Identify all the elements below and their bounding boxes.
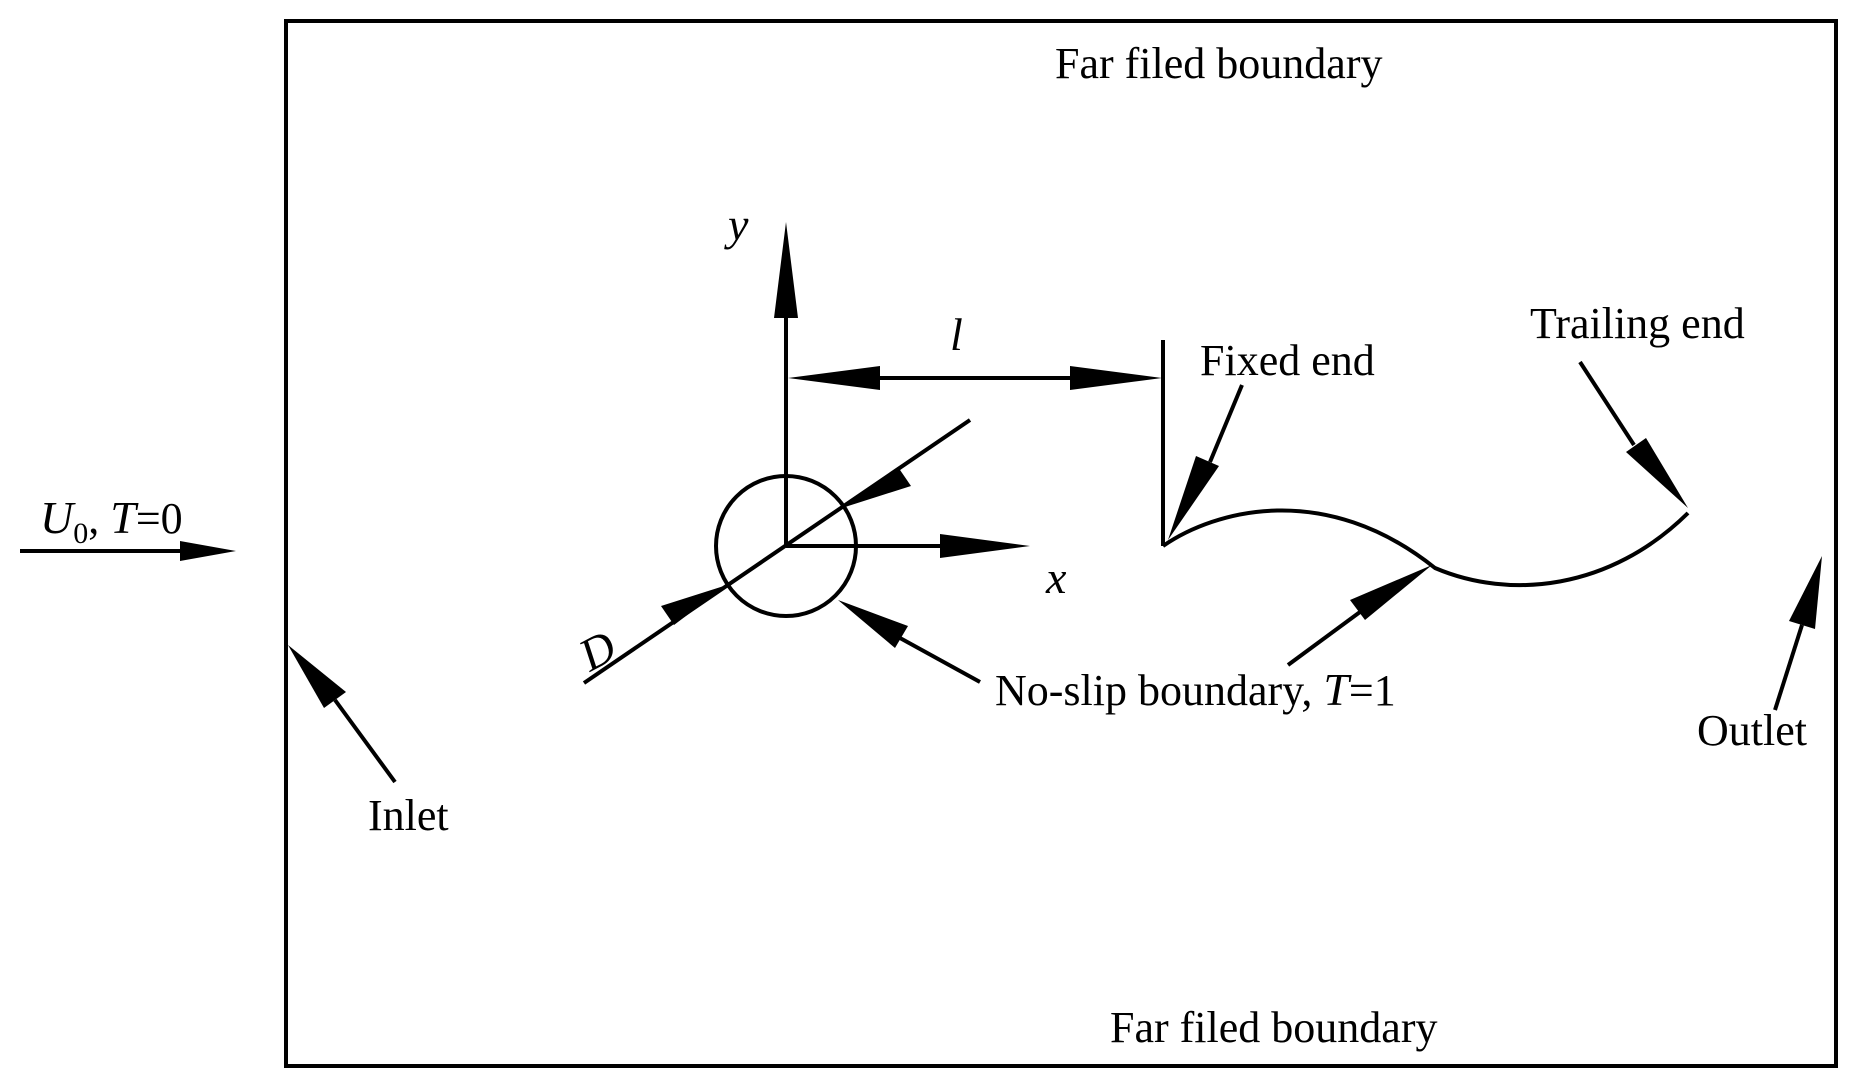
inflow-arrow [20, 541, 236, 561]
outlet-label: Outlet [1697, 706, 1807, 755]
domain-boundary [284, 19, 1838, 1068]
flexible-plate [1161, 508, 1690, 588]
gap-length-label: l [950, 309, 963, 360]
x-axis [786, 534, 1030, 558]
trailing-end-pointer [1578, 360, 1688, 508]
outlet-pointer [1773, 556, 1822, 711]
no-slip-pointer-plate [1286, 565, 1432, 667]
no-slip-label: No-slip boundary, T=1 [995, 664, 1396, 715]
x-axis-label: x [1045, 552, 1067, 603]
far-field-bottom-label: Far filed boundary [1110, 1003, 1437, 1052]
no-slip-pointer-cylinder [838, 600, 981, 684]
gap-length-dimension [788, 366, 1162, 390]
fixed-end-pointer [1168, 384, 1244, 540]
cylinder [714, 474, 858, 618]
inflow-label: U0, T=0 [40, 492, 183, 550]
trailing-end-label: Trailing end [1530, 299, 1745, 348]
y-axis [774, 222, 798, 546]
far-field-top-label: Far filed boundary [1055, 39, 1382, 88]
diameter-label: D [570, 620, 624, 681]
inlet-pointer [288, 645, 397, 784]
y-axis-label: y [724, 199, 749, 250]
fixed-end-label: Fixed end [1200, 336, 1375, 385]
inlet-label: Inlet [368, 791, 449, 840]
diameter-dimension [582, 418, 972, 685]
